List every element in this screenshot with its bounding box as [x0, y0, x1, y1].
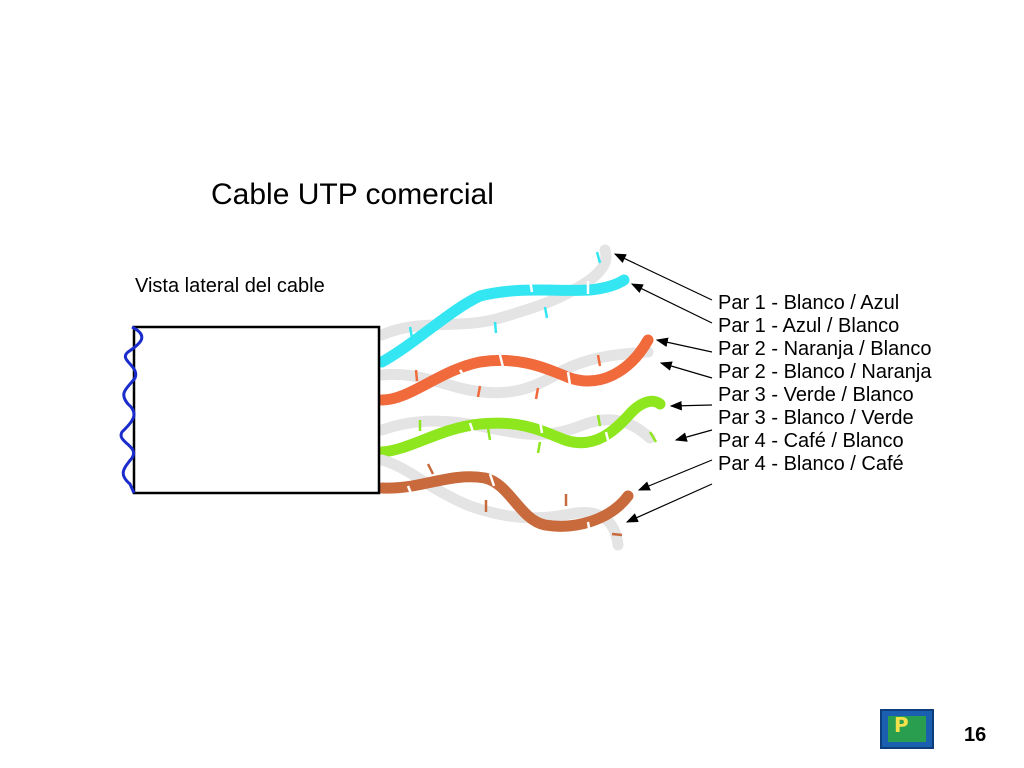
wire-pair-3	[376, 395, 666, 458]
pair-label: Par 2 - Naranja / Blanco	[718, 338, 932, 360]
wire-pair-4	[376, 454, 634, 551]
pair-label: Par 4 - Café / Blanco	[718, 430, 904, 452]
label-arrows	[613, 253, 713, 523]
pair-label: Par 1 - Blanco / Azul	[718, 292, 900, 314]
arrow-icon	[637, 459, 713, 491]
wire-white-stripes-4	[406, 473, 592, 535]
wire-white-stripes	[430, 279, 590, 353]
wire-white-brown	[376, 454, 624, 551]
pair-label: Par 1 - Azul / Blanco	[718, 315, 900, 337]
pair-label: Par 2 - Blanco / Naranja	[718, 361, 932, 383]
logo-background	[888, 716, 926, 742]
pair-label: Par 3 - Blanco / Verde	[718, 407, 914, 429]
wire-green-stripes	[418, 414, 658, 454]
cable-cut-edge	[119, 325, 144, 494]
arrow-icon	[655, 337, 713, 353]
wire-brown	[376, 471, 634, 532]
logo-icon: P	[880, 709, 934, 749]
page-number: 16	[964, 724, 987, 746]
wire-white-green	[376, 414, 656, 444]
cable-jacket	[132, 325, 381, 495]
wire-white-stripes-3	[468, 420, 611, 445]
arrow-icon	[669, 400, 713, 411]
arrow-icon	[613, 253, 713, 301]
logo-mark: P	[894, 713, 909, 737]
arrow-icon	[625, 483, 713, 523]
arrow-icon	[659, 361, 713, 379]
wire-blue-stripes	[408, 251, 602, 339]
wire-orange	[376, 334, 654, 406]
wire-white-orange	[376, 346, 654, 399]
cable-side-view-label: Vista lateral del cable	[135, 275, 325, 297]
page-title: Cable UTP comercial	[211, 178, 494, 211]
wire-pair-2	[376, 334, 654, 406]
arrow-icon	[630, 283, 713, 324]
wire-white-stripes-2	[458, 354, 572, 386]
wire-brown-stripes	[426, 463, 623, 537]
pair-label: Par 3 - Verde / Blanco	[718, 384, 914, 406]
wire-orange-stripes	[414, 354, 602, 400]
wire-pair-1	[376, 244, 630, 368]
pair-label: Par 4 - Blanco / Café	[718, 453, 904, 475]
wire-blue	[376, 274, 630, 368]
arrow-icon	[674, 429, 713, 442]
wire-green	[376, 395, 666, 458]
wire-pair-legend: Par 1 - Blanco / Azul Par 1 - Azul / Bla…	[718, 292, 931, 476]
